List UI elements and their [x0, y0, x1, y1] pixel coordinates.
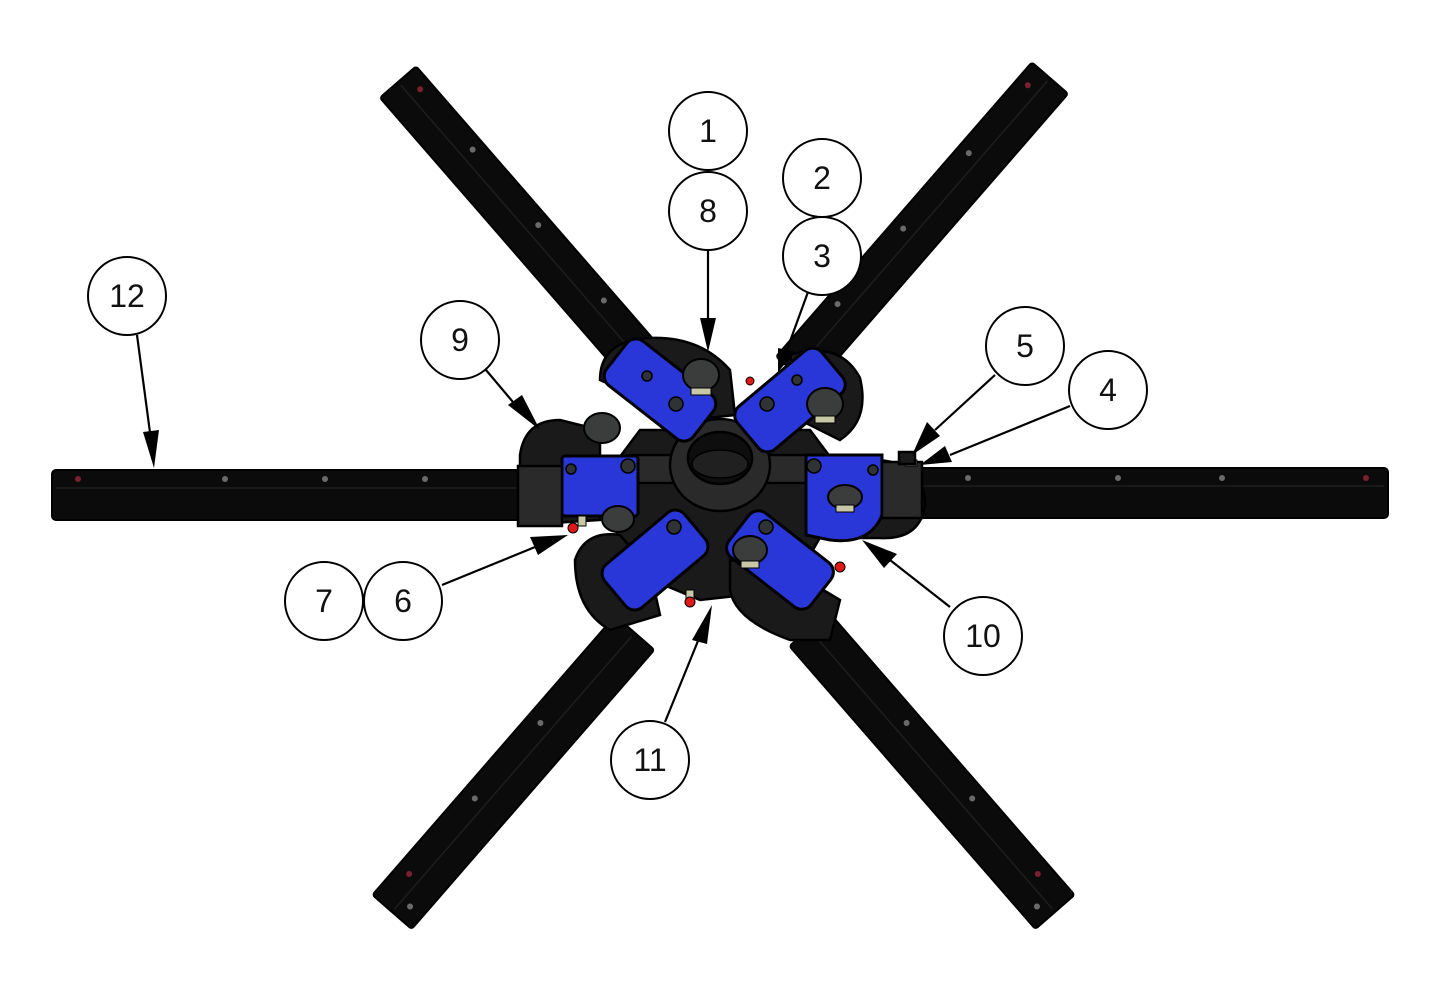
callout-label: 5	[1016, 328, 1034, 364]
center-ring	[668, 417, 772, 513]
callout-label: 11	[633, 742, 666, 778]
leader-lines	[135, 250, 1071, 723]
arm-left	[51, 469, 553, 521]
cap-1	[682, 358, 720, 396]
valve-bodies	[560, 337, 884, 612]
red-indicators	[567, 376, 846, 608]
callout-4: 4	[1068, 350, 1148, 430]
callout-11: 11	[610, 720, 690, 800]
cap-6	[732, 535, 768, 569]
callout-9: 9	[420, 300, 500, 380]
arm-lower-left	[372, 615, 655, 929]
callout-5: 5	[985, 306, 1065, 386]
hub-assembly	[516, 336, 927, 642]
cap-3	[583, 412, 621, 444]
callout-balloons: 1 8 2 3 12 9 5 4	[87, 91, 1148, 800]
callout-8: 8	[668, 171, 748, 251]
valve-body-lower-left	[600, 508, 710, 612]
callout-12: 12	[87, 256, 167, 336]
cap-5	[601, 505, 635, 533]
callout-10: 10	[943, 596, 1023, 676]
cap-4	[827, 484, 863, 513]
callout-3: 3	[782, 216, 862, 296]
arm-fittings	[516, 450, 924, 528]
callout-label: 3	[813, 238, 831, 274]
cap-2	[806, 387, 844, 424]
callout-label: 4	[1099, 372, 1117, 408]
callout-label: 1	[699, 113, 717, 149]
callout-label: 7	[315, 583, 333, 619]
callout-label: 2	[813, 160, 831, 196]
arm-right	[879, 467, 1389, 519]
bolts	[565, 370, 879, 535]
callout-label: 8	[699, 193, 717, 229]
callout-label: 10	[965, 618, 1001, 654]
valve-body-upper-left	[602, 337, 718, 443]
callout-6: 6	[363, 561, 443, 641]
dome-caps	[583, 358, 863, 569]
valve-body-upper-right	[733, 346, 847, 454]
arm-lower-right	[789, 612, 1075, 929]
callout-label: 12	[109, 278, 145, 314]
callout-2: 2	[782, 138, 862, 218]
callout-7: 7	[284, 561, 364, 641]
callout-label: 6	[394, 583, 412, 619]
callout-1: 1	[668, 91, 748, 171]
callout-label: 9	[451, 322, 469, 358]
